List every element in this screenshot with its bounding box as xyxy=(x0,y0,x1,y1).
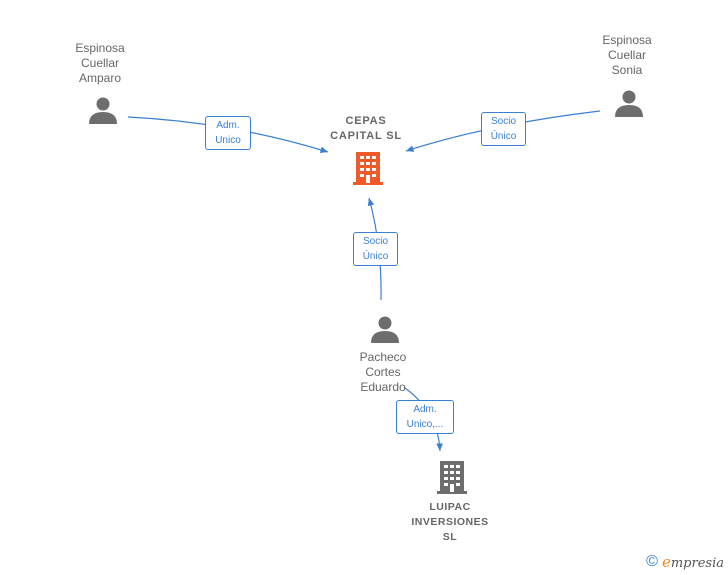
person-icon[interactable] xyxy=(88,95,118,125)
person-amparo-name[interactable]: Espinosa Cuellar Amparo xyxy=(75,41,125,85)
building-icon[interactable] xyxy=(436,460,468,494)
edge-label-eduardo-luipac-role[interactable]: Adm. Unico,... xyxy=(396,400,454,434)
brand-rest: mpresia xyxy=(670,556,724,571)
company-cepas-name[interactable]: CEPAS CAPITAL SL xyxy=(330,115,402,142)
copyright-icon: © xyxy=(646,553,658,570)
person-icon[interactable] xyxy=(614,88,644,118)
edge-label-eduardo-cepas-role[interactable]: Socio Único xyxy=(353,232,398,266)
company-luipac-name[interactable]: LUIPAC INVERSIONES SL xyxy=(411,501,489,543)
brand-initial: e xyxy=(661,553,671,571)
building-icon[interactable] xyxy=(352,151,384,185)
person-sonia-name[interactable]: Espinosa Cuellar Sonia xyxy=(602,33,652,77)
edge-label-amparo-role[interactable]: Adm. Unico xyxy=(205,116,251,150)
brand-logo[interactable]: empresia xyxy=(662,553,724,571)
person-eduardo-name[interactable]: Pacheco Cortes Eduardo xyxy=(359,350,407,394)
person-icon[interactable] xyxy=(370,314,400,344)
edge-label-sonia-role[interactable]: Socio Único xyxy=(481,112,526,146)
footer-brand: © empresia xyxy=(646,553,724,571)
